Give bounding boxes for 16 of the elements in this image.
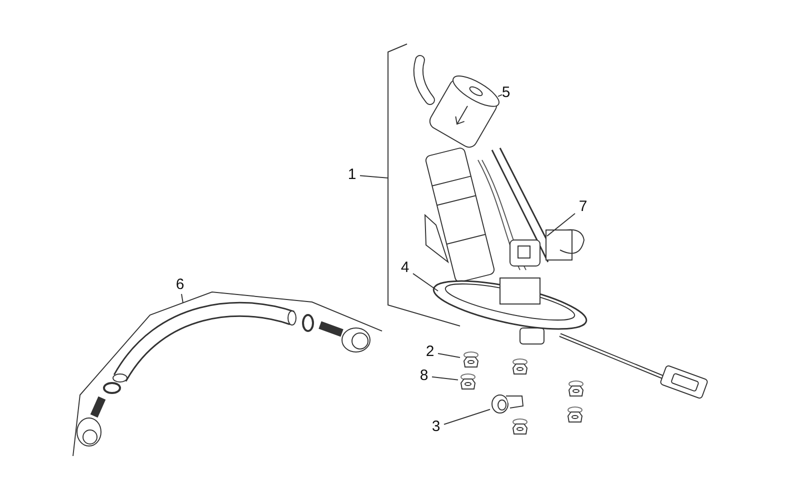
leader-line <box>438 352 460 358</box>
callout-number: 2 <box>422 343 438 361</box>
callout-number: 5 <box>498 84 514 102</box>
callout-number: 6 <box>172 276 188 294</box>
leader-line <box>546 212 576 237</box>
leader-line <box>444 408 490 425</box>
callout-number: 4 <box>397 259 413 277</box>
leader-line <box>432 376 458 380</box>
leader-line <box>181 294 184 304</box>
callout-number: 8 <box>416 367 432 385</box>
leader-line <box>412 273 438 292</box>
callout-number: 3 <box>428 418 444 436</box>
leader-line <box>360 175 388 178</box>
callout-number: 1 <box>344 166 360 184</box>
callout-number: 7 <box>575 198 591 216</box>
leader-line <box>498 94 502 97</box>
